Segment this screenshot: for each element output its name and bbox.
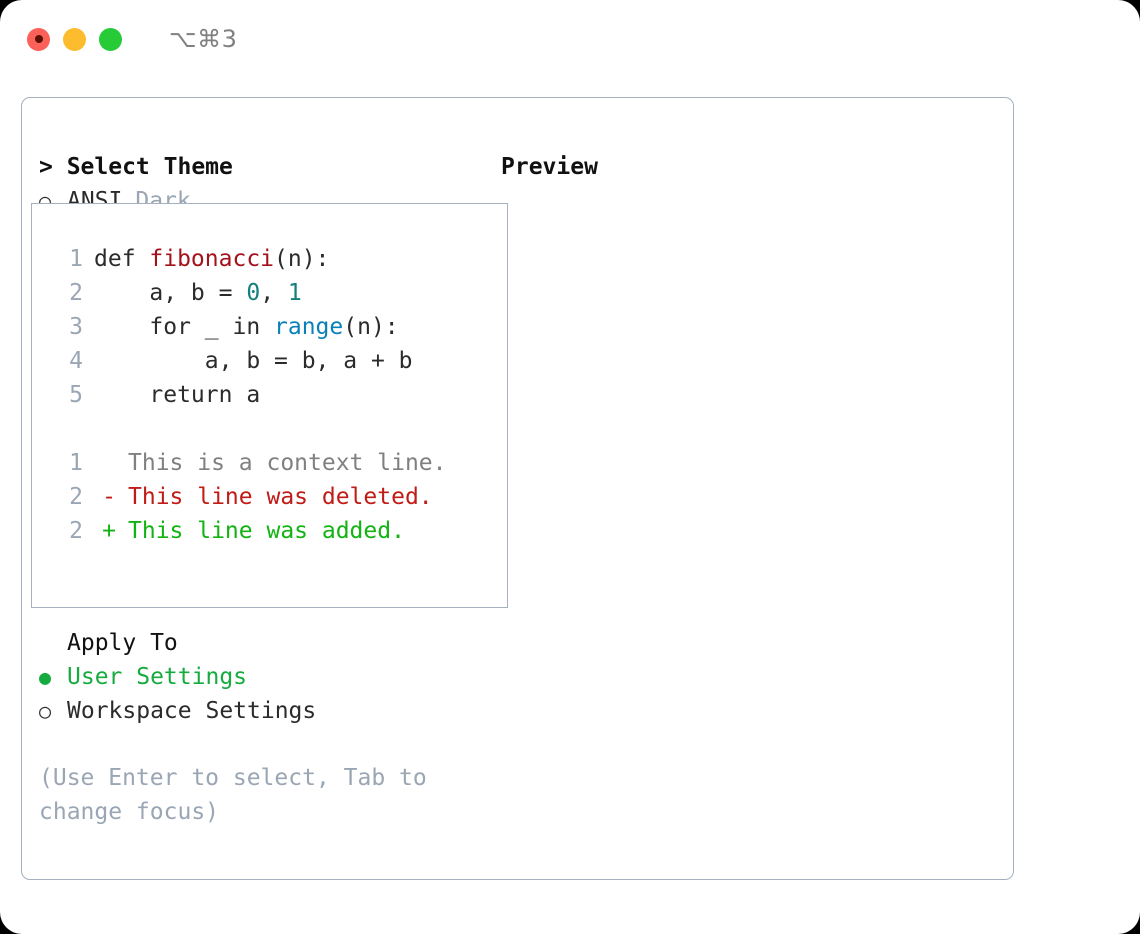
code-line: 2 a, b = 0, 1: [51, 276, 501, 310]
minimize-button-icon[interactable]: [63, 27, 86, 51]
select-theme-heading: > Select Theme: [39, 154, 233, 180]
diff-line-del: 2-This line was deleted.: [51, 480, 501, 514]
diff-marker-icon: +: [102, 518, 116, 544]
code-token-plain: for _ in: [94, 314, 275, 340]
code-line-number: 3: [69, 314, 83, 340]
apply-to-heading: Apply To: [67, 630, 178, 656]
code-token-plain: ,: [260, 280, 288, 306]
code-line: 3 for _ in range(n):: [51, 310, 501, 344]
code-token-plain: (n):: [274, 246, 330, 272]
code-line-content: return a: [94, 378, 260, 412]
radio-selected-icon: ●: [39, 665, 52, 689]
keyboard-shortcut-label: ⌥⌘3: [169, 25, 238, 53]
diff-line-content: This is a context line.: [128, 450, 447, 476]
code-token-plain: (n):: [343, 314, 399, 340]
diff-line-number: 2: [69, 484, 83, 510]
code-token-func: fibonacci: [149, 246, 275, 272]
code-line-number: 4: [69, 348, 83, 374]
code-line: 4 a, b = b, a + b: [51, 344, 501, 378]
code-token-plain: a, b = b, a + b: [94, 348, 413, 374]
code-line: 5 return a: [51, 378, 501, 412]
diff-line-context: 1 This is a context line.: [51, 446, 501, 480]
code-line-content: def fibonacci(n):: [94, 242, 329, 276]
apply-to-option-label: User Settings: [67, 664, 248, 690]
code-line: 1 def fibonacci(n):: [51, 242, 501, 276]
code-line-number: 2: [69, 280, 83, 306]
apply-to-option-list[interactable]: ● User Settings ○ Workspace Settings: [39, 660, 479, 728]
radio-unselected-icon: ○: [39, 699, 52, 723]
diff-line-content: This line was added.: [128, 518, 405, 544]
preview-column: Preview: [501, 150, 991, 184]
code-line-content: a, b = 0, 1: [94, 276, 302, 310]
diff-line-number: 2: [69, 518, 83, 544]
preview-heading: Preview: [501, 154, 598, 180]
code-line-number: 1: [69, 246, 83, 272]
apply-to-option-label: Workspace Settings: [67, 698, 317, 724]
apply-to-option[interactable]: ● User Settings: [39, 660, 479, 694]
code-token-builtin: range: [274, 314, 344, 340]
keyboard-hint-text: (Use Enter to select, Tab to change focu…: [39, 765, 427, 825]
apply-to-section: Apply To ● User Settings ○ Workspace Settin…: [39, 626, 479, 728]
code-line-number: 5: [69, 382, 83, 408]
code-token-number: 1: [287, 280, 302, 306]
diff-block: 1 This is a context line.2-This line was…: [51, 446, 501, 548]
code-line-content: for _ in range(n):: [94, 310, 399, 344]
diff-marker-icon: -: [102, 484, 116, 510]
close-button-icon[interactable]: [27, 27, 50, 51]
diff-line-content: This line was deleted.: [128, 484, 433, 510]
code-token-plain: def: [94, 246, 150, 272]
diff-line-number: 1: [69, 450, 83, 476]
apply-to-option[interactable]: ○ Workspace Settings: [39, 694, 479, 728]
code-spacer: [51, 412, 501, 446]
diff-marker-icon: [94, 446, 124, 480]
diff-line-add: 2 + This line was added.: [51, 514, 501, 548]
maximize-button-icon[interactable]: [99, 27, 122, 51]
code-token-plain: return a: [94, 382, 261, 408]
code-token-plain: a, b =: [94, 280, 247, 306]
code-token-number: 0: [246, 280, 261, 306]
code-line-content: a, b = b, a + b: [94, 344, 413, 378]
window-titlebar: ⌥⌘3: [0, 0, 1140, 78]
traffic-light-group: [27, 27, 122, 51]
